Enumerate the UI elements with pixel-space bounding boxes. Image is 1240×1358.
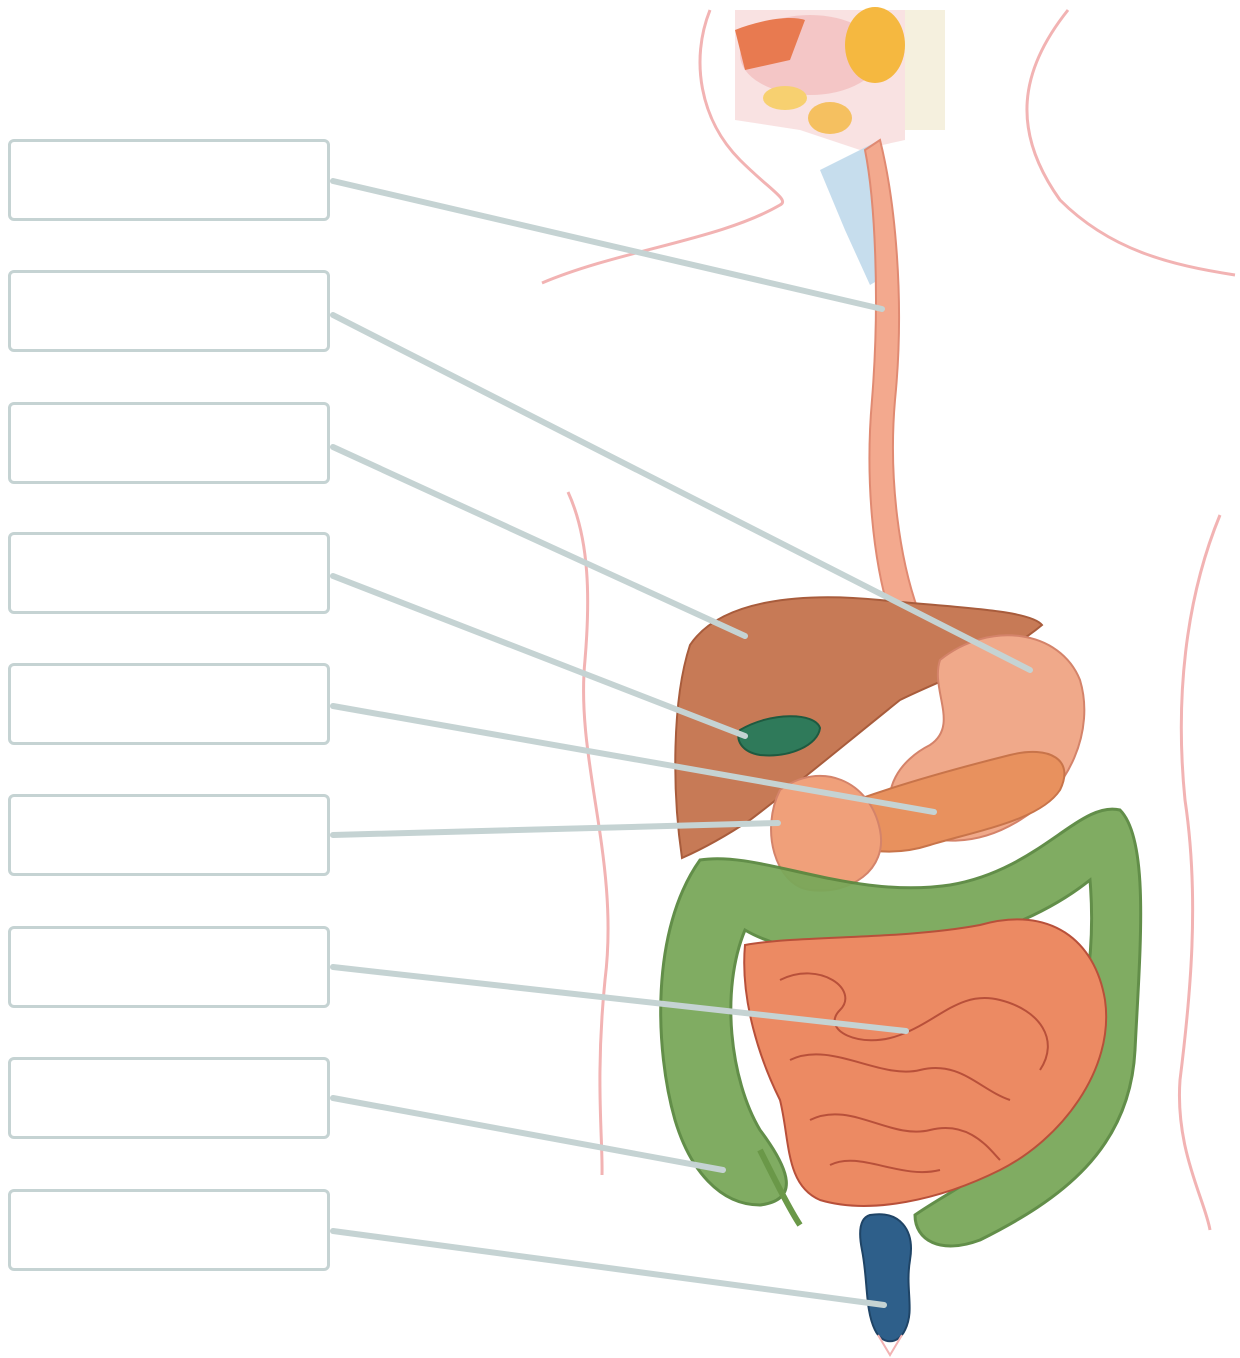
- leader-line-1: [333, 181, 882, 309]
- label-box-8[interactable]: [8, 1057, 330, 1139]
- label-box-3[interactable]: [8, 402, 330, 484]
- label-box-2[interactable]: [8, 270, 330, 352]
- head-region: [735, 7, 945, 285]
- leader-line-3: [333, 447, 745, 636]
- esophagus: [865, 140, 918, 615]
- leader-line-8: [333, 1098, 723, 1170]
- label-box-6[interactable]: [8, 794, 330, 876]
- label-box-7[interactable]: [8, 926, 330, 1008]
- leader-line-9: [333, 1231, 884, 1305]
- label-box-5[interactable]: [8, 663, 330, 745]
- label-box-1[interactable]: [8, 139, 330, 221]
- rectum: [860, 1214, 911, 1341]
- leader-line-4: [333, 576, 745, 736]
- label-box-4[interactable]: [8, 532, 330, 614]
- label-box-9[interactable]: [8, 1189, 330, 1271]
